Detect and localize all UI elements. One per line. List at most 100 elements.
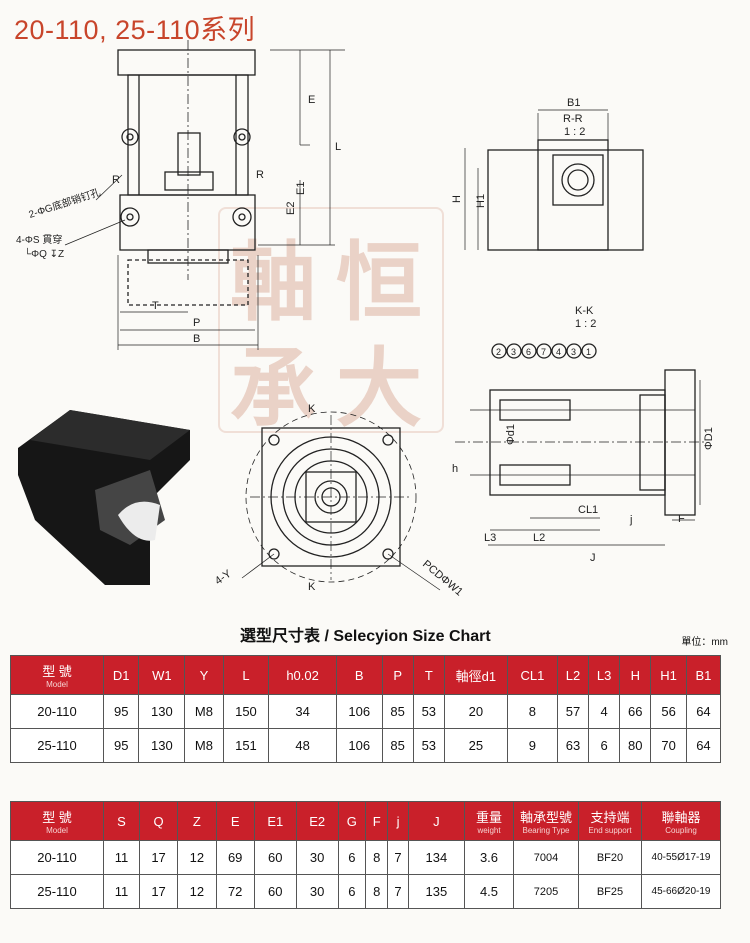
dim-B: B (193, 333, 200, 345)
model-header-zh: 型 號 (42, 664, 72, 679)
table-cell: 80 (619, 728, 652, 763)
technical-drawing: E L E1 E2 R R T P B 2-ΦG底部销钉孔 4-ΦS 貫穿 └Φ… (16, 40, 715, 598)
dim-j: j (629, 514, 632, 526)
stamp-char: 大 (336, 338, 422, 439)
table-cell: 63 (556, 728, 590, 763)
dim-E1: E1 (295, 182, 307, 195)
dim-E2: E2 (285, 202, 297, 215)
label-pcd: PCDΦW1 (420, 558, 465, 598)
col-header: W1 (138, 655, 186, 695)
scale-rr: 1 : 2 (564, 126, 585, 138)
table-cell: 7 (387, 840, 409, 875)
balloon-label: 3 (571, 347, 576, 357)
table-cell: 151 (222, 728, 270, 763)
col-header: 軸徑d1 (443, 655, 508, 695)
dim-L3: L3 (484, 532, 496, 544)
col-header: L (222, 655, 270, 695)
table-cell: 20 (443, 694, 508, 729)
table-header-row: 型 號 Model D1 W1 Y L h0.02 B P T 軸徑d1 CL1… (10, 655, 722, 695)
label-K: K (308, 403, 316, 415)
size-table-2: 型 號 Model S Q Z E E1 E2 G F j J 重量 weigh… (10, 801, 721, 909)
col-header: Y (184, 655, 224, 695)
col-header: T (412, 655, 445, 695)
col-header: H (619, 655, 652, 695)
col-header: h0.02 (268, 655, 337, 695)
label-4Y: 4-Y (213, 567, 234, 587)
table-cell: 17 (138, 840, 179, 875)
table-cell: 30 (295, 840, 339, 875)
dim-B1: B1 (567, 97, 580, 109)
table-cell: 72 (215, 874, 255, 909)
coupling-header-en: Coupling (665, 826, 697, 835)
table-cell: 9 (506, 728, 558, 763)
table-cell: 11 (103, 840, 140, 875)
bearing-header: 軸承型號 Bearing Type (513, 801, 579, 841)
bearing-header-zh: 軸承型號 (519, 810, 572, 825)
table-cell: 4 (588, 694, 621, 729)
table-cell: 106 (335, 694, 383, 729)
table-cell: 64 (685, 694, 722, 729)
table-cell: 8 (365, 874, 389, 909)
col-header: E1 (253, 801, 297, 841)
table-cell: 95 (102, 694, 140, 729)
table-cell: 8 (506, 694, 558, 729)
bearing-header-en: Bearing Type (522, 826, 570, 835)
col-header: L3 (588, 655, 621, 695)
coupling-cell: 45-66Ø20-19 (641, 874, 721, 909)
section-kk: K-K (575, 305, 594, 317)
dim-E: E (308, 94, 315, 106)
top-plate (117, 49, 256, 76)
watermark-stamp (218, 207, 444, 433)
table-cell: 6 (337, 874, 367, 909)
table-cell: 69 (215, 840, 255, 875)
dim-L2: L2 (533, 532, 545, 544)
bearing-cell: 7004 (513, 840, 579, 875)
weight-header-zh: 重量 (475, 810, 502, 825)
stamp-char: 軸 (230, 232, 316, 333)
table-row: 20-110 11 17 12 69 60 30 6 8 7 134 3.6 7… (10, 840, 721, 875)
table-cell: 34 (268, 694, 337, 729)
table-cell: 130 (138, 694, 186, 729)
weight-header-en: weight (477, 826, 501, 835)
table-cell: 8 (365, 840, 389, 875)
hole-s-note: 4-ΦS 貫穿 (16, 233, 62, 246)
col-header: j (387, 801, 409, 841)
support-cell: BF20 (578, 840, 642, 875)
chart-title: 選型尺寸表 / Selecyion Size Chart (240, 628, 491, 645)
label-R: R (112, 174, 120, 186)
balloon-label: 1 (586, 347, 591, 357)
table-row: 25-110 11 17 12 72 60 30 6 8 7 135 4.5 7… (10, 874, 721, 909)
col-header: H1 (650, 655, 687, 695)
support-cell: BF25 (578, 874, 642, 909)
table-cell: 134 (407, 840, 466, 875)
support-header-zh: 支持端 (590, 810, 630, 825)
table-row: 20-110 95 130 M8 150 34 106 85 53 20 8 5… (10, 694, 722, 729)
balloon-label: 7 (541, 347, 546, 357)
dim-h: h (452, 463, 458, 475)
model-cell: 20-110 (10, 840, 104, 875)
table-cell: 135 (407, 874, 466, 909)
dim-L: L (335, 141, 341, 153)
dim-H1: H1 (475, 194, 487, 208)
scale-kk: 1 : 2 (575, 318, 596, 330)
table-cell: 57 (556, 694, 590, 729)
dim-d1: Φd1 (505, 424, 517, 445)
table-cell: 66 (619, 694, 652, 729)
table-row: 25-110 95 130 M8 151 48 106 85 53 25 9 6… (10, 728, 722, 763)
table-cell: 6 (588, 728, 621, 763)
hole-q-note: └ΦQ ↧Z (24, 247, 64, 260)
col-header: Z (177, 801, 217, 841)
dim-P: P (193, 317, 200, 329)
weight-header: 重量 weight (464, 801, 514, 841)
table-cell: 60 (253, 840, 297, 875)
col-header: J (407, 801, 466, 841)
col-header: L2 (556, 655, 590, 695)
table-cell: M8 (184, 694, 224, 729)
table-cell: 12 (177, 840, 217, 875)
dim-D1: ΦD1 (703, 427, 715, 450)
weight-cell: 4.5 (464, 874, 514, 909)
col-header: CL1 (506, 655, 558, 695)
size-table-1: 型 號 Model D1 W1 Y L h0.02 B P T 軸徑d1 CL1… (10, 655, 722, 763)
col-header: B (335, 655, 383, 695)
table-cell: 60 (253, 874, 297, 909)
